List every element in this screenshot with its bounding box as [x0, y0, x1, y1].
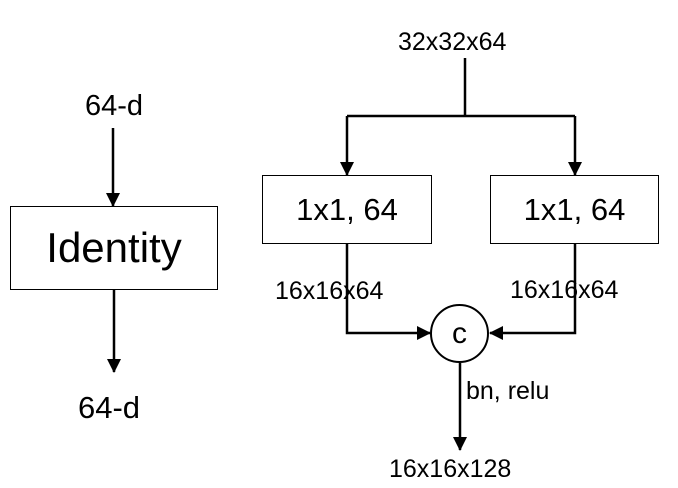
right-branch-output-label: 16x16x64: [510, 276, 619, 304]
right-conv-label: 1x1, 64: [523, 191, 626, 227]
concat-input-label: 32x32x64: [398, 28, 507, 56]
identity-output-label: 64-d: [78, 390, 141, 425]
right-branch-output-arrow: [489, 244, 577, 340]
identity-box-label: Identity: [46, 224, 182, 271]
post-op-label: bn, relu: [466, 377, 550, 405]
right-conv-box: 1x1, 64: [490, 175, 659, 244]
left-conv-label: 1x1, 64: [296, 191, 398, 227]
concat-output-label: 16x16x128: [389, 455, 512, 483]
identity-input-label: 64-d: [85, 90, 144, 122]
concat-node: c: [430, 304, 489, 363]
left-conv-box: 1x1, 64: [262, 175, 432, 244]
left-branch-output-arrow: [345, 244, 431, 340]
left-branch-output-label: 16x16x64: [275, 277, 384, 305]
concat-symbol: c: [452, 316, 467, 350]
identity-box: Identity: [10, 206, 218, 290]
